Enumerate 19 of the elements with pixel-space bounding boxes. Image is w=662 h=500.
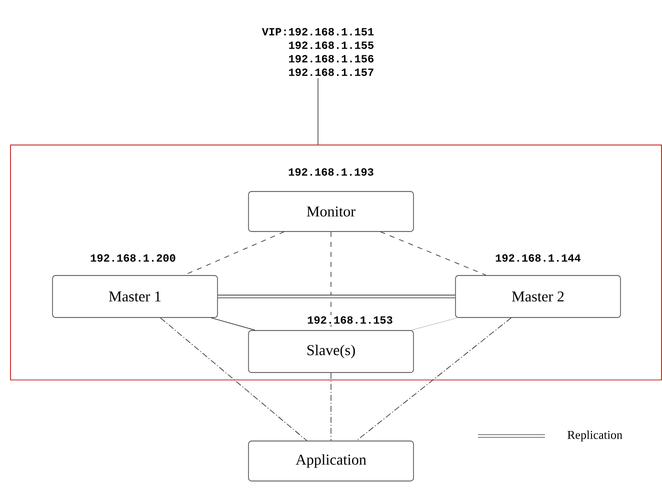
ip-label: 192.168.1.200: [89, 253, 177, 263]
cluster-frame: [10, 144, 662, 380]
legend-text: Replication: [568, 430, 622, 442]
server-box: Monitor: [248, 191, 414, 232]
server-box: Master 1: [52, 275, 218, 318]
server-box: Slave(s): [248, 330, 414, 373]
connector-line: [210, 317, 256, 330]
ip-label: 192.168.1.144: [494, 253, 582, 263]
server-box: Master 2: [455, 275, 621, 318]
connector-line: [380, 231, 486, 276]
connector-line: [160, 317, 308, 441]
connector-line: [218, 294, 456, 298]
connector-line: [410, 317, 458, 330]
application-box: Application: [248, 440, 414, 482]
ip-label: 192.168.1.193: [287, 167, 375, 177]
ip-address-list: VIP:192.168.1.151 192.168.1.155 192.168.1.156 192.168.1.157: [262, 28, 374, 76]
connector-line: [356, 317, 512, 441]
ip-label: 192.168.1.153: [306, 315, 394, 325]
connector-line: [330, 372, 332, 441]
